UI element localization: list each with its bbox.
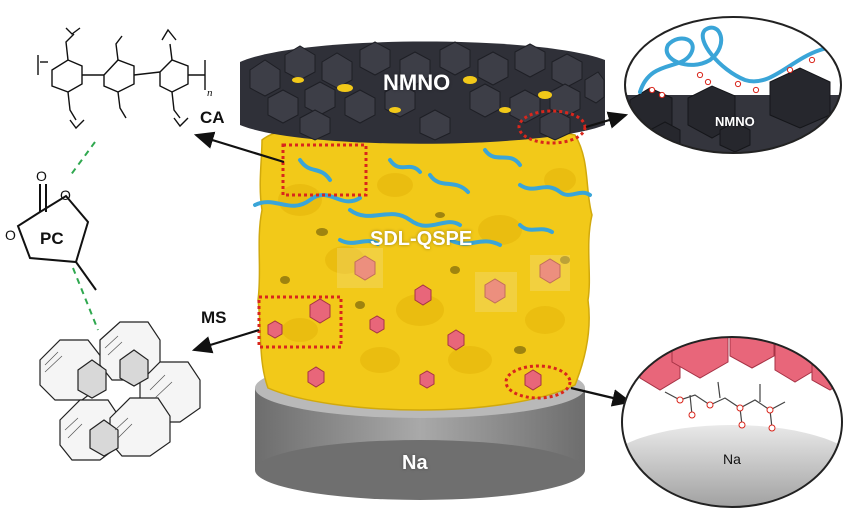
highlight-ellipse-nmno: [517, 109, 587, 145]
highlight-ellipse-na: [504, 364, 572, 400]
highlight-box-ca: [281, 143, 368, 197]
inset-nmno-label: NMNO: [715, 114, 755, 129]
svg-text:O: O: [5, 227, 16, 243]
electrolyte-texture: [278, 168, 576, 374]
arrows: [191, 111, 633, 407]
propylene-carbonate-structure: [16, 184, 97, 291]
arrow-ms: [191, 328, 260, 354]
pc-atom-labels: O O O: [5, 168, 71, 243]
svg-text:O: O: [60, 187, 71, 203]
ms-label: MS: [201, 308, 227, 327]
arrow-ca: [193, 131, 285, 164]
arrow-na-inset: [570, 386, 633, 407]
inset-nmno-interface: [624, 16, 842, 154]
anode-label: Na: [402, 452, 428, 474]
sieve-halos: [337, 248, 570, 312]
inset-na-label: Na: [723, 451, 741, 467]
svg-text:O: O: [36, 168, 47, 184]
polymer-chains: [253, 148, 592, 247]
arrow-nmno-inset: [585, 111, 629, 129]
zeolite-hatching: [44, 335, 173, 439]
connectors: [69, 141, 99, 331]
inset-na-interface: [621, 336, 843, 508]
cellulose-acetate-structure: [37, 27, 206, 130]
cathode-layer: [240, 41, 605, 144]
ca-label: CA: [200, 108, 225, 127]
sieve-crystals: [267, 255, 561, 391]
cathode-label: NMNO: [383, 70, 451, 95]
zeolite-framework: [39, 321, 201, 461]
electrolyte-pores: [280, 212, 570, 354]
polymer-subscript: n: [207, 87, 213, 99]
highlight-markers: [257, 109, 587, 400]
pc-label: PC: [40, 229, 64, 248]
electrolyte-label: SDL-QSPE: [370, 228, 473, 250]
